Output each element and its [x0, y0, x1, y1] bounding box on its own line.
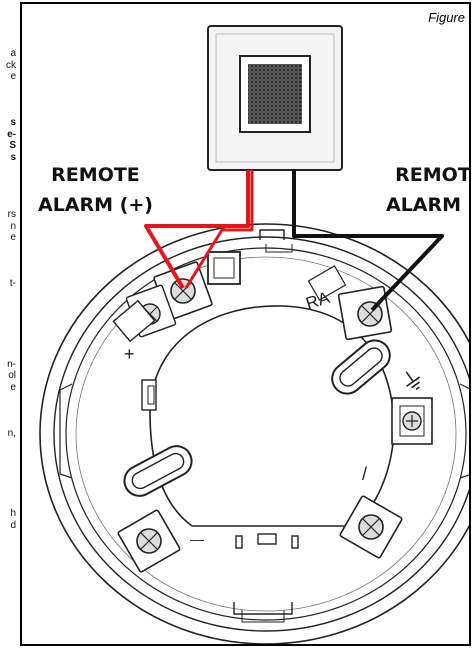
- remote-alarm-face: [215, 33, 335, 163]
- margin-text-line: n,: [7, 427, 16, 439]
- wire-remote-alarm-negative: [292, 170, 444, 312]
- margin-text-line: rs: [7, 209, 16, 220]
- figure-label: Figure: [428, 10, 465, 25]
- callout-line-1: REMOTE: [51, 164, 140, 186]
- remote-alarm-positive-callout: REMOTE ALARM (+): [38, 160, 153, 220]
- minus-marking-right: /: [362, 464, 367, 484]
- margin-text-line: ck: [6, 59, 16, 71]
- margin-text-line: e: [10, 232, 16, 243]
- margin-text-line: t-: [9, 278, 16, 289]
- terminal-block-square: [207, 251, 241, 285]
- margin-text-line: d: [10, 519, 16, 531]
- terminal-ground: [391, 397, 433, 445]
- minus-marking-left: —: [190, 531, 204, 547]
- plus-marking: +: [124, 344, 135, 364]
- detector-base-wiring-diagram: RA + — /: [39, 25, 469, 644]
- margin-text-line: h: [10, 508, 16, 519]
- mounting-slot-lower-left: [123, 445, 193, 497]
- terminal-lower-left: [117, 509, 181, 573]
- margin-text-line: e-: [7, 128, 16, 140]
- ground-symbol-icon: [405, 371, 421, 390]
- margin-text-line: ol: [8, 370, 16, 381]
- margin-text-line: e: [10, 381, 16, 393]
- mounting-slot-upper-right: [331, 339, 391, 395]
- margin-text-line: S: [9, 140, 16, 151]
- figure-frame: Figure REMOTE ALARM (+) REMOTE ALARM (-): [20, 2, 471, 646]
- margin-text-line: a: [10, 48, 16, 59]
- margin-text-line: n-: [7, 358, 16, 370]
- remote-alarm-unit: [207, 25, 343, 171]
- callout-line-2: ALARM (+): [38, 194, 153, 216]
- speaker-grille-icon: [248, 64, 302, 124]
- terminal-lower-right: [339, 495, 403, 559]
- callout-line-1: REMOTE: [395, 164, 471, 186]
- remote-alarm-negative-callout: REMOTE ALARM (-): [386, 160, 471, 220]
- terminal-remote-alarm-positive: [125, 261, 213, 338]
- margin-text-line: e: [10, 71, 16, 82]
- terminal-left-small: [112, 299, 157, 411]
- callout-line-2: ALARM (-): [386, 194, 469, 216]
- wire-remote-alarm-positive: [144, 170, 254, 290]
- margin-text-line: n: [10, 220, 16, 232]
- detector-base-body: [39, 223, 469, 644]
- margin-text-line: s: [10, 117, 16, 128]
- margin-text-line: s: [10, 151, 16, 163]
